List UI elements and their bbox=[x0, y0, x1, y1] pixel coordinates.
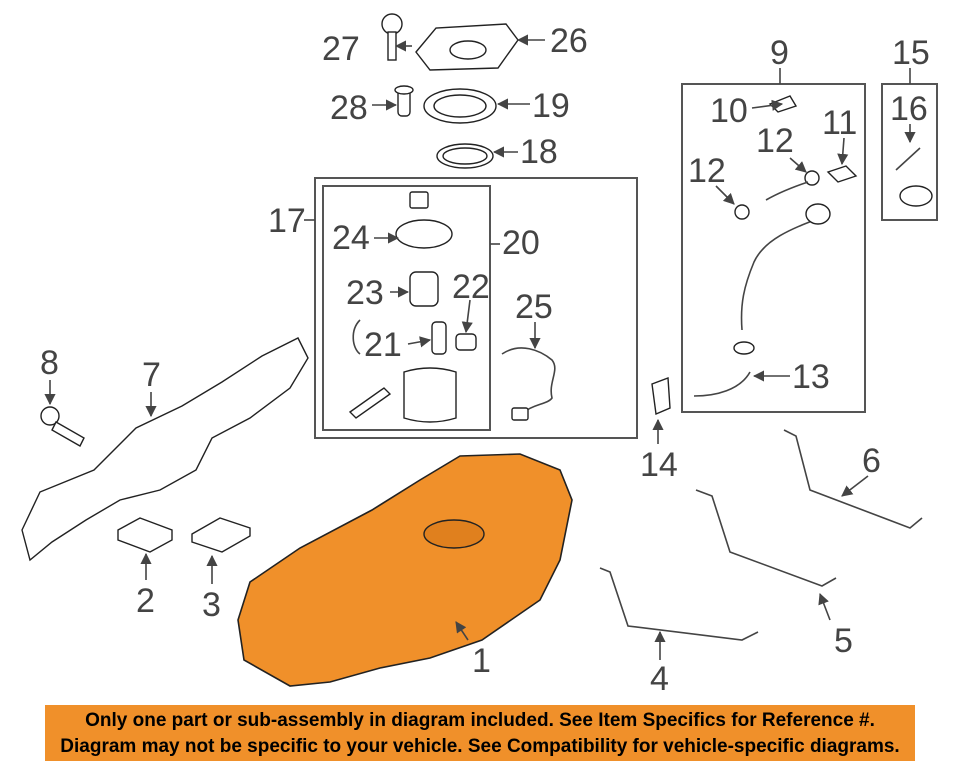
part-28-plug-top bbox=[394, 85, 414, 95]
part-9-filler-cap bbox=[805, 203, 831, 225]
callout-3: 3 bbox=[202, 586, 221, 624]
part-12-clamp-lower bbox=[734, 204, 750, 220]
callout-9: 9 bbox=[770, 34, 789, 72]
part-13-clamp bbox=[733, 341, 755, 355]
callout-20: 20 bbox=[502, 224, 540, 262]
part-18-gasket-inner bbox=[442, 147, 488, 165]
callout-19: 19 bbox=[532, 87, 570, 125]
part-6-strap bbox=[783, 429, 923, 529]
part-16-cap bbox=[899, 185, 933, 207]
part-10-bracket bbox=[768, 95, 798, 113]
part-21-pump bbox=[431, 321, 447, 355]
part-9-hose bbox=[765, 181, 809, 201]
callout-12-upper: 12 bbox=[756, 122, 794, 160]
callout-1: 1 bbox=[472, 642, 491, 680]
part-14-clip bbox=[651, 377, 671, 416]
callout-17: 17 bbox=[268, 202, 306, 240]
part-26-cover-center bbox=[449, 40, 487, 60]
part-12-clamp-upper bbox=[804, 170, 820, 186]
part-4-strap bbox=[599, 567, 759, 641]
part-25-harness bbox=[501, 347, 556, 413]
callout-2: 2 bbox=[136, 582, 155, 620]
part-2-pad bbox=[117, 517, 173, 553]
part-21-hose bbox=[352, 319, 361, 355]
part-7-heat-shield bbox=[21, 337, 309, 562]
callout-26: 26 bbox=[550, 22, 588, 60]
callout-7: 7 bbox=[142, 356, 161, 394]
part-22-valve bbox=[455, 333, 477, 351]
disclaimer-line-1: Only one part or sub-assembly in diagram… bbox=[85, 710, 875, 731]
callout-8: 8 bbox=[40, 344, 59, 382]
disclaimer-banner: Only one part or sub-assembly in diagram… bbox=[45, 705, 915, 761]
part-5-strap bbox=[695, 489, 837, 587]
part-24-connector bbox=[409, 191, 429, 209]
disclaimer-line-2: Diagram may not be specific to your vehi… bbox=[60, 736, 900, 757]
callout-14: 14 bbox=[640, 446, 678, 484]
fuel-pump-module-box bbox=[322, 185, 491, 431]
part-20-sender-arm bbox=[348, 387, 392, 419]
callout-25: 25 bbox=[515, 288, 553, 326]
callout-24: 24 bbox=[332, 219, 370, 257]
part-27-bolt-shank bbox=[387, 31, 397, 61]
callout-27: 27 bbox=[322, 30, 360, 68]
fuel-pump-assembly-box bbox=[314, 177, 638, 439]
part-9-filler-pipe bbox=[740, 213, 831, 331]
part-24-flange bbox=[395, 219, 453, 249]
callout-13: 13 bbox=[792, 358, 830, 396]
callout-5: 5 bbox=[834, 622, 853, 660]
part-8-bolt-head bbox=[40, 406, 60, 426]
callout-28: 28 bbox=[330, 89, 368, 127]
part-1-tank-opening bbox=[423, 519, 485, 549]
callout-6: 6 bbox=[862, 442, 881, 480]
callout-16: 16 bbox=[890, 90, 928, 128]
part-16-rod bbox=[895, 147, 921, 171]
part-3-pad bbox=[191, 517, 251, 553]
part-13-hose bbox=[693, 371, 751, 397]
part-8-bolt-shank bbox=[51, 421, 85, 447]
callout-15: 15 bbox=[892, 34, 930, 72]
part-19-lock-ring-inner bbox=[433, 94, 487, 118]
part-23-filter bbox=[409, 271, 439, 307]
part-20-reservoir bbox=[403, 367, 457, 423]
callout-4: 4 bbox=[650, 660, 669, 698]
callout-10: 10 bbox=[710, 92, 748, 130]
callout-22: 22 bbox=[452, 268, 490, 306]
part-1-fuel-tank bbox=[237, 453, 573, 687]
callout-12-lower: 12 bbox=[688, 152, 726, 190]
part-25-connector bbox=[511, 407, 529, 421]
part-11-valve bbox=[826, 165, 858, 183]
part-27-bolt-head bbox=[381, 13, 403, 35]
callout-23: 23 bbox=[346, 274, 384, 312]
callout-11: 11 bbox=[822, 104, 857, 142]
callout-18: 18 bbox=[520, 133, 558, 171]
callout-21: 21 bbox=[364, 326, 402, 364]
filler-neck-box bbox=[681, 83, 866, 413]
